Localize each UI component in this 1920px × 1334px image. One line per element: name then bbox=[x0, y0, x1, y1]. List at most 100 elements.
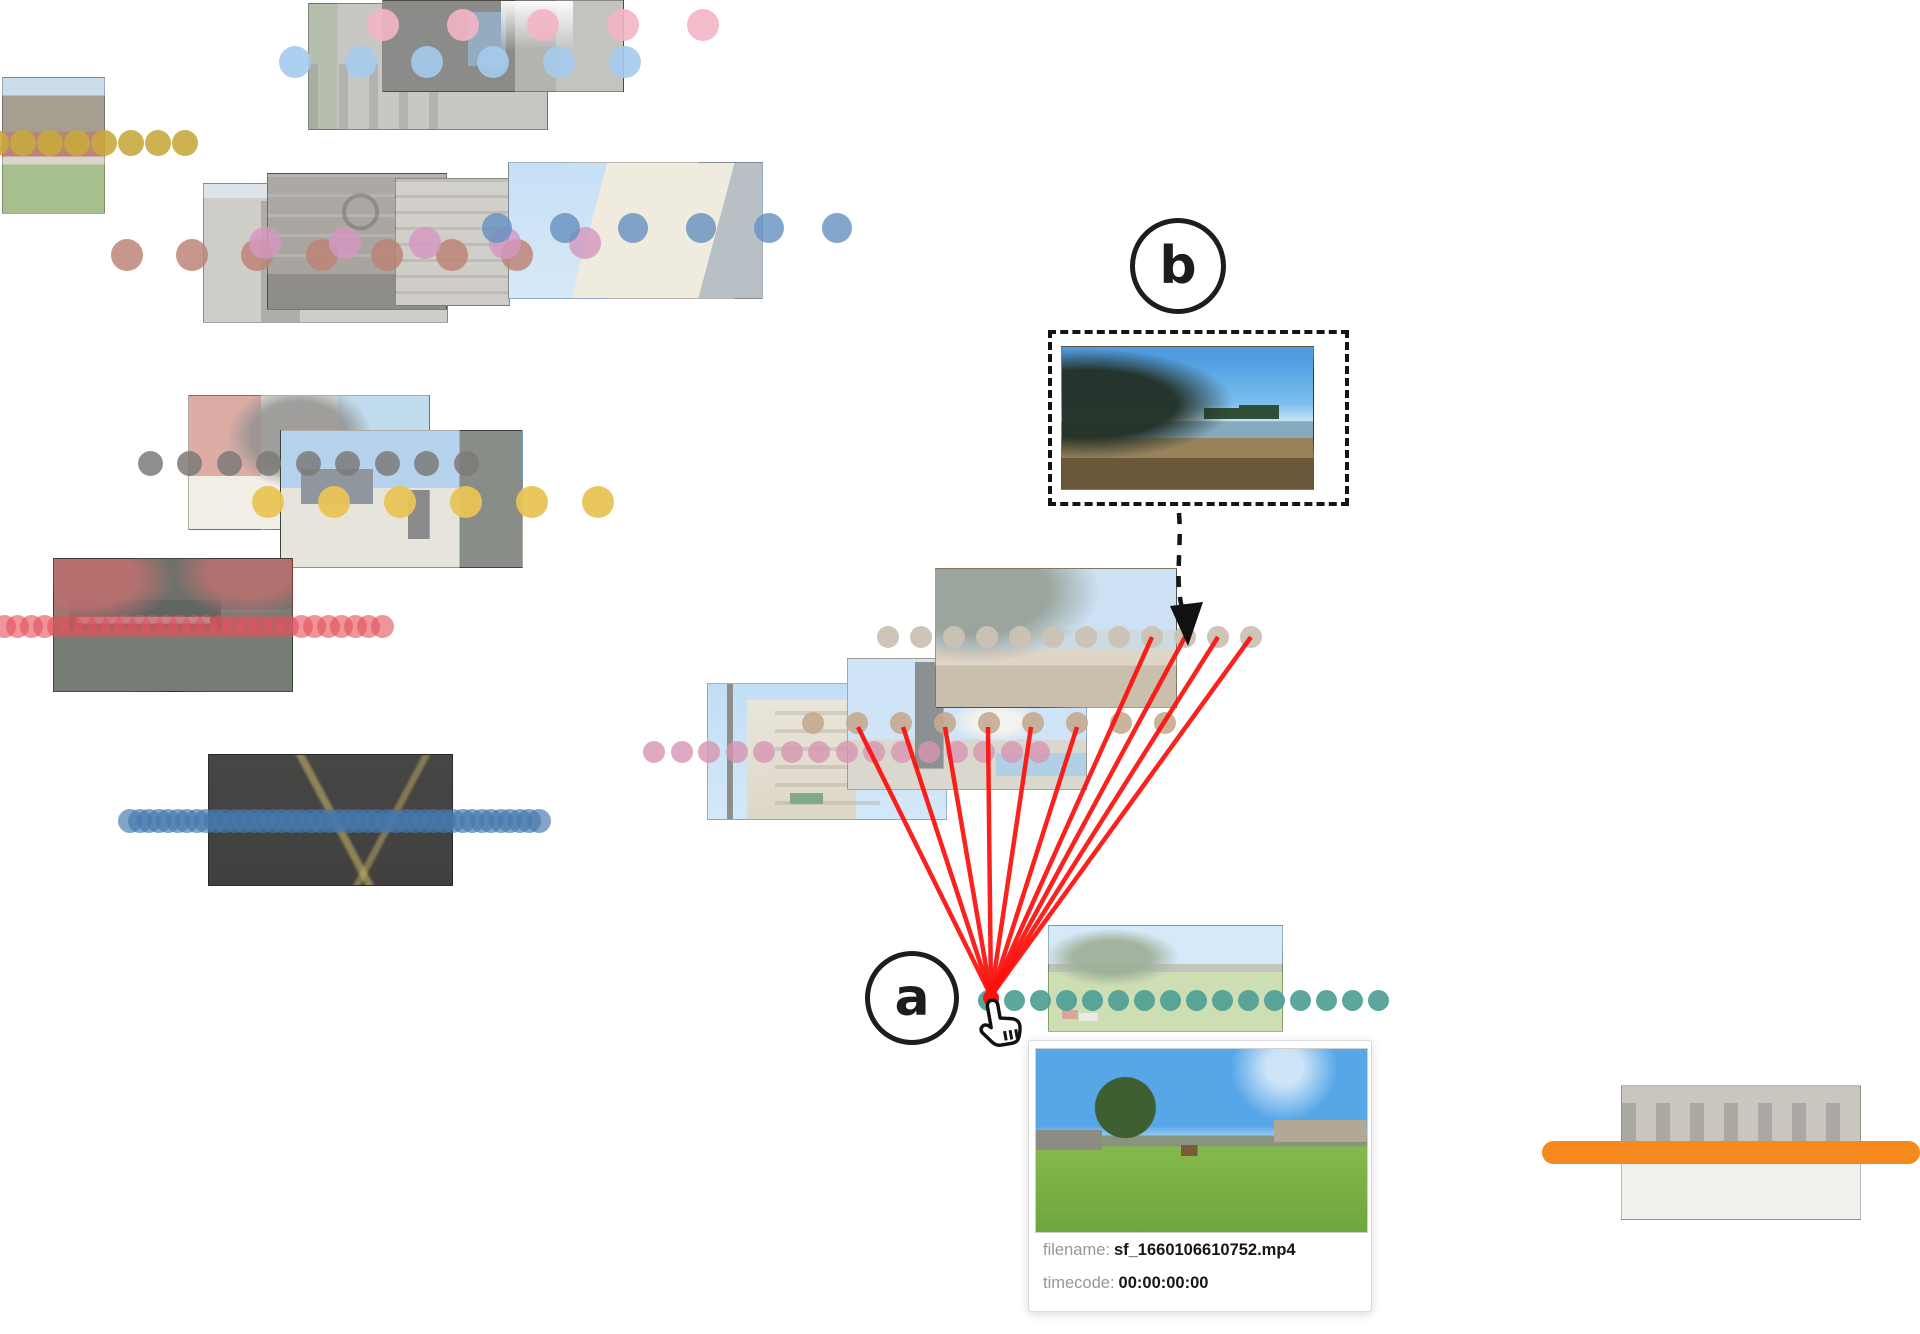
frame-dot[interactable] bbox=[582, 486, 614, 518]
frame-dot[interactable] bbox=[943, 626, 965, 648]
selected-frame-callout-box[interactable] bbox=[1048, 330, 1349, 506]
frame-dot[interactable] bbox=[477, 46, 509, 78]
frame-dot[interactable] bbox=[550, 213, 580, 243]
frame-dot[interactable] bbox=[643, 741, 665, 763]
frame-dot[interactable] bbox=[1107, 989, 1129, 1011]
frame-dot[interactable] bbox=[890, 741, 913, 763]
frame-dot[interactable] bbox=[249, 227, 281, 259]
frame-dot[interactable] bbox=[411, 46, 443, 78]
frame-dot[interactable] bbox=[10, 130, 36, 156]
frame-dot[interactable] bbox=[256, 450, 281, 476]
frame-dot[interactable] bbox=[910, 626, 932, 648]
frame-dot[interactable] bbox=[409, 227, 441, 259]
frame-dot[interactable] bbox=[436, 239, 468, 271]
tooltip-timecode-value: 00:00:00:00 bbox=[1118, 1274, 1209, 1292]
frame-dot[interactable] bbox=[607, 9, 639, 41]
frame-dot[interactable] bbox=[976, 626, 998, 648]
frame-dot[interactable] bbox=[890, 712, 912, 734]
frame-dot[interactable] bbox=[450, 486, 482, 518]
frame-dot[interactable] bbox=[978, 712, 1000, 734]
frame-dot[interactable] bbox=[37, 130, 63, 156]
frame-dot[interactable] bbox=[118, 130, 144, 156]
frame-dot[interactable] bbox=[371, 239, 403, 271]
frame-dot[interactable] bbox=[516, 486, 548, 518]
frame-dot[interactable] bbox=[216, 450, 242, 476]
frame-dot[interactable] bbox=[686, 213, 716, 243]
frame-dot[interactable] bbox=[698, 741, 720, 763]
frame-dot[interactable] bbox=[1028, 741, 1050, 763]
frame-dot[interactable] bbox=[1367, 989, 1389, 1011]
frame-dot[interactable] bbox=[725, 741, 748, 763]
frame-dot[interactable] bbox=[1133, 989, 1155, 1011]
frame-dot[interactable] bbox=[1237, 989, 1259, 1011]
frame-dot[interactable] bbox=[345, 46, 377, 78]
tooltip-filename-label: filename: bbox=[1043, 1241, 1110, 1259]
frame-dot[interactable] bbox=[1055, 989, 1077, 1011]
callout-arrow-line bbox=[1176, 512, 1186, 613]
frame-dot[interactable] bbox=[780, 741, 803, 763]
frame-dot[interactable] bbox=[111, 239, 143, 271]
frame-dot[interactable] bbox=[1075, 626, 1097, 648]
frame-dot[interactable] bbox=[453, 450, 479, 476]
frame-dot[interactable] bbox=[1315, 989, 1337, 1011]
frame-dot[interactable] bbox=[754, 213, 784, 243]
match-link-line bbox=[988, 726, 1034, 997]
frame-dot[interactable] bbox=[172, 130, 198, 156]
frame-dot[interactable] bbox=[1066, 712, 1088, 734]
frame-dot[interactable] bbox=[137, 450, 163, 476]
frame-dot[interactable] bbox=[808, 741, 830, 763]
frame-dot[interactable] bbox=[846, 712, 868, 734]
frame-dot[interactable] bbox=[295, 450, 321, 476]
orange-timeline-bar[interactable] bbox=[1542, 1141, 1920, 1164]
frame-dot[interactable] bbox=[279, 46, 311, 78]
frame-dot[interactable] bbox=[1211, 989, 1233, 1011]
frame-dot[interactable] bbox=[370, 614, 394, 638]
frame-dot[interactable] bbox=[1042, 626, 1064, 648]
frame-dot[interactable] bbox=[367, 9, 399, 41]
frame-dot[interactable] bbox=[64, 130, 90, 156]
frame-dot[interactable] bbox=[252, 486, 284, 518]
frame-dot[interactable] bbox=[482, 213, 512, 243]
frame-dot[interactable] bbox=[1108, 626, 1130, 648]
match-link-line bbox=[855, 726, 994, 997]
frame-dot[interactable] bbox=[543, 46, 575, 78]
frame-dot[interactable] bbox=[1081, 989, 1103, 1011]
frame-dot[interactable] bbox=[176, 239, 208, 271]
frame-dot[interactable] bbox=[1263, 989, 1285, 1011]
frame-dot[interactable] bbox=[934, 712, 956, 734]
frame-dot[interactable] bbox=[670, 741, 693, 763]
frame-dot[interactable] bbox=[329, 227, 361, 259]
frame-dot[interactable] bbox=[414, 450, 439, 476]
frame-dot[interactable] bbox=[609, 46, 641, 78]
frame-dot[interactable] bbox=[318, 486, 350, 518]
frame-dot[interactable] bbox=[177, 450, 202, 476]
frame-dot[interactable] bbox=[335, 450, 360, 476]
frame-dot[interactable] bbox=[1289, 989, 1311, 1011]
frame-dot[interactable] bbox=[0, 130, 9, 156]
frame-dot[interactable] bbox=[835, 741, 858, 763]
frame-dot[interactable] bbox=[1009, 626, 1031, 648]
frame-dot[interactable] bbox=[802, 712, 824, 734]
frame-dot[interactable] bbox=[1029, 989, 1051, 1011]
frame-dot[interactable] bbox=[145, 130, 171, 156]
frame-dot[interactable] bbox=[374, 450, 400, 476]
frame-dot[interactable] bbox=[877, 626, 899, 648]
frame-dot[interactable] bbox=[822, 213, 852, 243]
frame-dot[interactable] bbox=[1022, 712, 1044, 734]
frame-dot[interactable] bbox=[687, 9, 719, 41]
frame-dot[interactable] bbox=[384, 486, 416, 518]
frame-dot[interactable] bbox=[527, 9, 559, 41]
frame-dot[interactable] bbox=[1185, 989, 1207, 1011]
frame-dot[interactable] bbox=[753, 741, 775, 763]
frame-dot[interactable] bbox=[1159, 989, 1181, 1011]
frame-dot[interactable] bbox=[447, 9, 479, 41]
frame-dot[interactable] bbox=[1003, 989, 1025, 1011]
frame-dot[interactable] bbox=[1000, 741, 1023, 763]
frame-dot[interactable] bbox=[526, 809, 551, 833]
frame-dot[interactable] bbox=[91, 130, 117, 156]
frame-dot[interactable] bbox=[918, 741, 940, 763]
frame-dot[interactable] bbox=[618, 213, 648, 243]
video-thumbnail-grass[interactable] bbox=[1048, 925, 1283, 1032]
frame-dot[interactable] bbox=[1341, 989, 1363, 1011]
